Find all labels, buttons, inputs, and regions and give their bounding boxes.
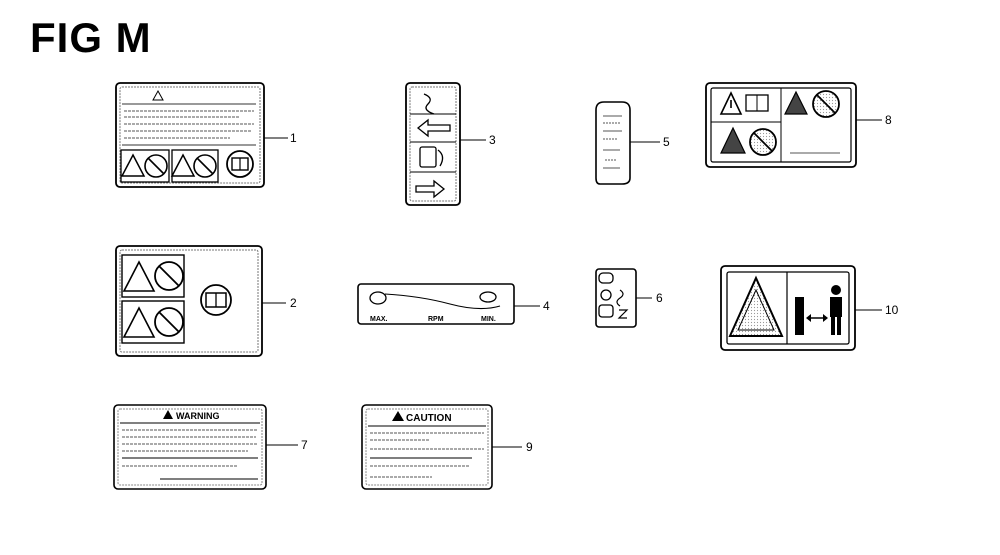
decal-10 xyxy=(720,265,882,351)
decal-9: CAUTION xyxy=(361,404,522,490)
warning-header: WARNING xyxy=(176,411,220,421)
callout-9: 9 xyxy=(526,440,533,454)
decal-5 xyxy=(595,101,660,185)
throttle-rpm-label: RPM xyxy=(428,316,444,323)
throttle-min-label: MIN. xyxy=(481,316,496,323)
decal-4: MAX. RPM MIN. xyxy=(357,283,540,325)
decal-1 xyxy=(115,82,288,188)
callout-6: 6 xyxy=(656,291,663,305)
decal-7: WARNING xyxy=(113,404,298,490)
callout-7: 7 xyxy=(301,438,308,452)
callout-4: 4 xyxy=(543,299,550,313)
callout-1: 1 xyxy=(290,131,297,145)
throttle-max-label: MAX. xyxy=(370,316,388,323)
callout-8: 8 xyxy=(885,113,892,127)
decal-8 xyxy=(705,82,882,168)
caution-header: CAUTION xyxy=(406,413,452,424)
decal-2 xyxy=(115,245,286,357)
decal-3 xyxy=(405,82,486,206)
figure-title: FIG M xyxy=(30,14,152,61)
decal-6 xyxy=(595,268,652,328)
callout-2: 2 xyxy=(290,296,297,310)
callout-5: 5 xyxy=(663,135,670,149)
callout-3: 3 xyxy=(489,133,496,147)
callout-10: 10 xyxy=(885,303,899,317)
